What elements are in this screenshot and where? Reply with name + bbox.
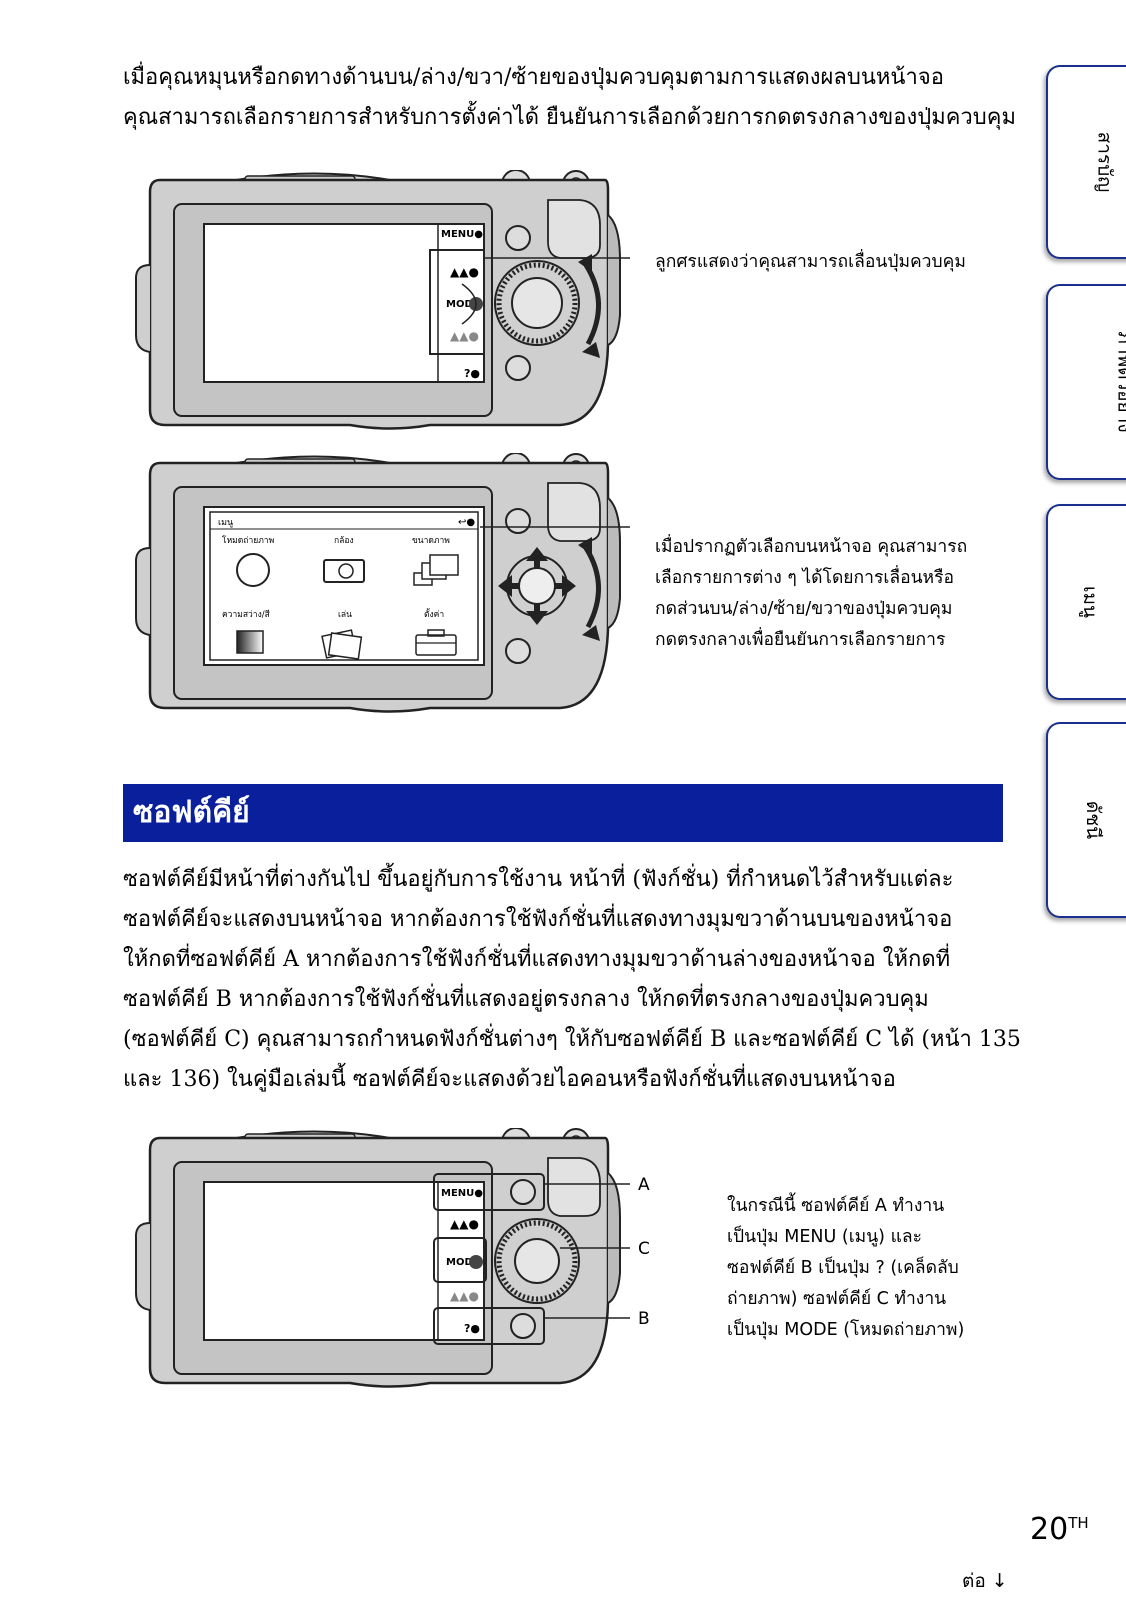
menu-item-playback: เล่น xyxy=(338,610,352,620)
continue-link[interactable]: ต่อ ↓ xyxy=(962,1570,1008,1592)
side-tab-contents[interactable]: สารบัญ xyxy=(1046,65,1126,259)
menu-item-setup: ตั้งค่า xyxy=(424,608,444,620)
side-tab-label: ภาพตัวอย่าง xyxy=(1113,331,1126,433)
camera-figure-menu: เมนู ↩● โหมดถ่ายภาพ กล้อง ขนาดภาพ ความสว… xyxy=(134,453,630,713)
side-tab-menu[interactable]: เมนู xyxy=(1046,504,1126,700)
body-line: ให้กดที่ซอฟต์คีย์ A หากต้องการใช้ฟังก์ชั… xyxy=(123,947,951,972)
side-tab-sample-photos[interactable]: ภาพตัวอย่าง xyxy=(1046,284,1126,480)
svg-text:▲▲●: ▲▲● xyxy=(450,1217,479,1231)
figure3-callout: ในกรณีนี้ ซอฟต์คีย์ A ทำงาน เป็นปุ่ม MEN… xyxy=(727,1196,965,1340)
figure2-callout: เมื่อปรากฏตัวเลือกบนหน้าจอ คุณสามารถ เลื… xyxy=(655,537,968,650)
menu-item-image-size: ขนาดภาพ xyxy=(412,536,450,546)
softkey-a-button xyxy=(510,1179,536,1205)
softkey-c-label: C xyxy=(638,1239,650,1259)
page-number: 20TH xyxy=(1030,1512,1089,1547)
screen-help-label: ?● xyxy=(464,367,480,380)
menu-screen-title: เมนู xyxy=(218,518,233,528)
shoot-mode-icon xyxy=(236,553,270,587)
figure1-callout: ลูกศรแสดงว่าคุณสามารถเลื่อนปุ่มควบคุม xyxy=(655,252,966,272)
softkey-b-button xyxy=(510,1313,536,1339)
side-tab-label: ดัชนี xyxy=(1082,800,1105,840)
screen-menu-label: MENU● xyxy=(441,229,483,240)
softkey-a-label: A xyxy=(638,1175,650,1195)
svg-text:▲▲●: ▲▲● xyxy=(450,265,479,279)
screen-mode-label: MODE xyxy=(446,299,480,310)
side-tab-label: เมนู xyxy=(1079,585,1102,619)
side-tab-label: สารบัญ xyxy=(1093,131,1116,193)
section-header-softkeys: ซอฟต์คีย์ xyxy=(123,784,1003,842)
body-line: (ซอฟต์คีย์ C) คุณสามารถกำหนดฟังก์ชั่นต่า… xyxy=(123,1027,1021,1052)
softkey-c-center xyxy=(514,1238,560,1284)
camera-figure-rotate: MENU● ▲▲● MODE ▲▲● ?● xyxy=(134,170,630,430)
softkey-b-label: B xyxy=(638,1309,650,1329)
body-line: และ 136) ในคู่มือเล่มนี้ ซอฟต์คีย์จะแสดง… xyxy=(123,1067,896,1092)
menu-item-camera: กล้อง xyxy=(334,535,354,546)
menu-item-shoot-mode: โหมดถ่ายภาพ xyxy=(222,535,274,546)
softkey-a-box xyxy=(433,1173,545,1211)
softkey-b-box xyxy=(433,1307,545,1345)
body-line: ซอฟต์คีย์ B หากต้องการใช้ฟังก์ชั่นที่แสด… xyxy=(123,987,929,1012)
screen-help-label: ?● xyxy=(464,1322,480,1335)
softkey-c-box xyxy=(433,1237,487,1283)
camera-figure-softkeys: MENU● ▲▲● MODE ▲▲● ?● A C B xyxy=(134,1128,650,1388)
svg-text:▲▲●: ▲▲● xyxy=(450,329,479,343)
section-title: ซอฟต์คีย์ xyxy=(133,795,250,830)
body-line: ซอฟต์คีย์มีหน้าที่ต่างกันไป ขึ้นอยู่กับก… xyxy=(123,867,954,892)
menu-item-brightness: ความสว่าง/สี xyxy=(222,609,271,620)
svg-text:▲▲●: ▲▲● xyxy=(450,1289,479,1303)
menu-back-label: ↩● xyxy=(458,517,475,528)
screen-mode-label: MODE xyxy=(446,1257,480,1268)
body-line: ซอฟต์คีย์จะแสดงบนหน้าจอ หากต้องการใช้ฟัง… xyxy=(123,907,953,932)
side-tab-index[interactable]: ดัชนี xyxy=(1046,722,1126,918)
intro-line: เมื่อคุณหมุนหรือกดทางด้านบน/ล่าง/ขวา/ซ้า… xyxy=(123,65,944,90)
screen-menu-label: MENU● xyxy=(441,1188,483,1199)
setup-toolbox-icon xyxy=(415,634,457,656)
intro-line: คุณสามารถเลือกรายการสำหรับการตั้งค่าได้ … xyxy=(123,105,1016,130)
softkey-paragraph: ซอฟต์คีย์มีหน้าที่ต่างกันไป ขึ้นอยู่กับก… xyxy=(123,860,1021,1100)
intro-paragraph: เมื่อคุณหมุนหรือกดทางด้านบน/ล่าง/ขวา/ซ้า… xyxy=(123,58,1016,138)
brightness-icon xyxy=(236,630,264,654)
